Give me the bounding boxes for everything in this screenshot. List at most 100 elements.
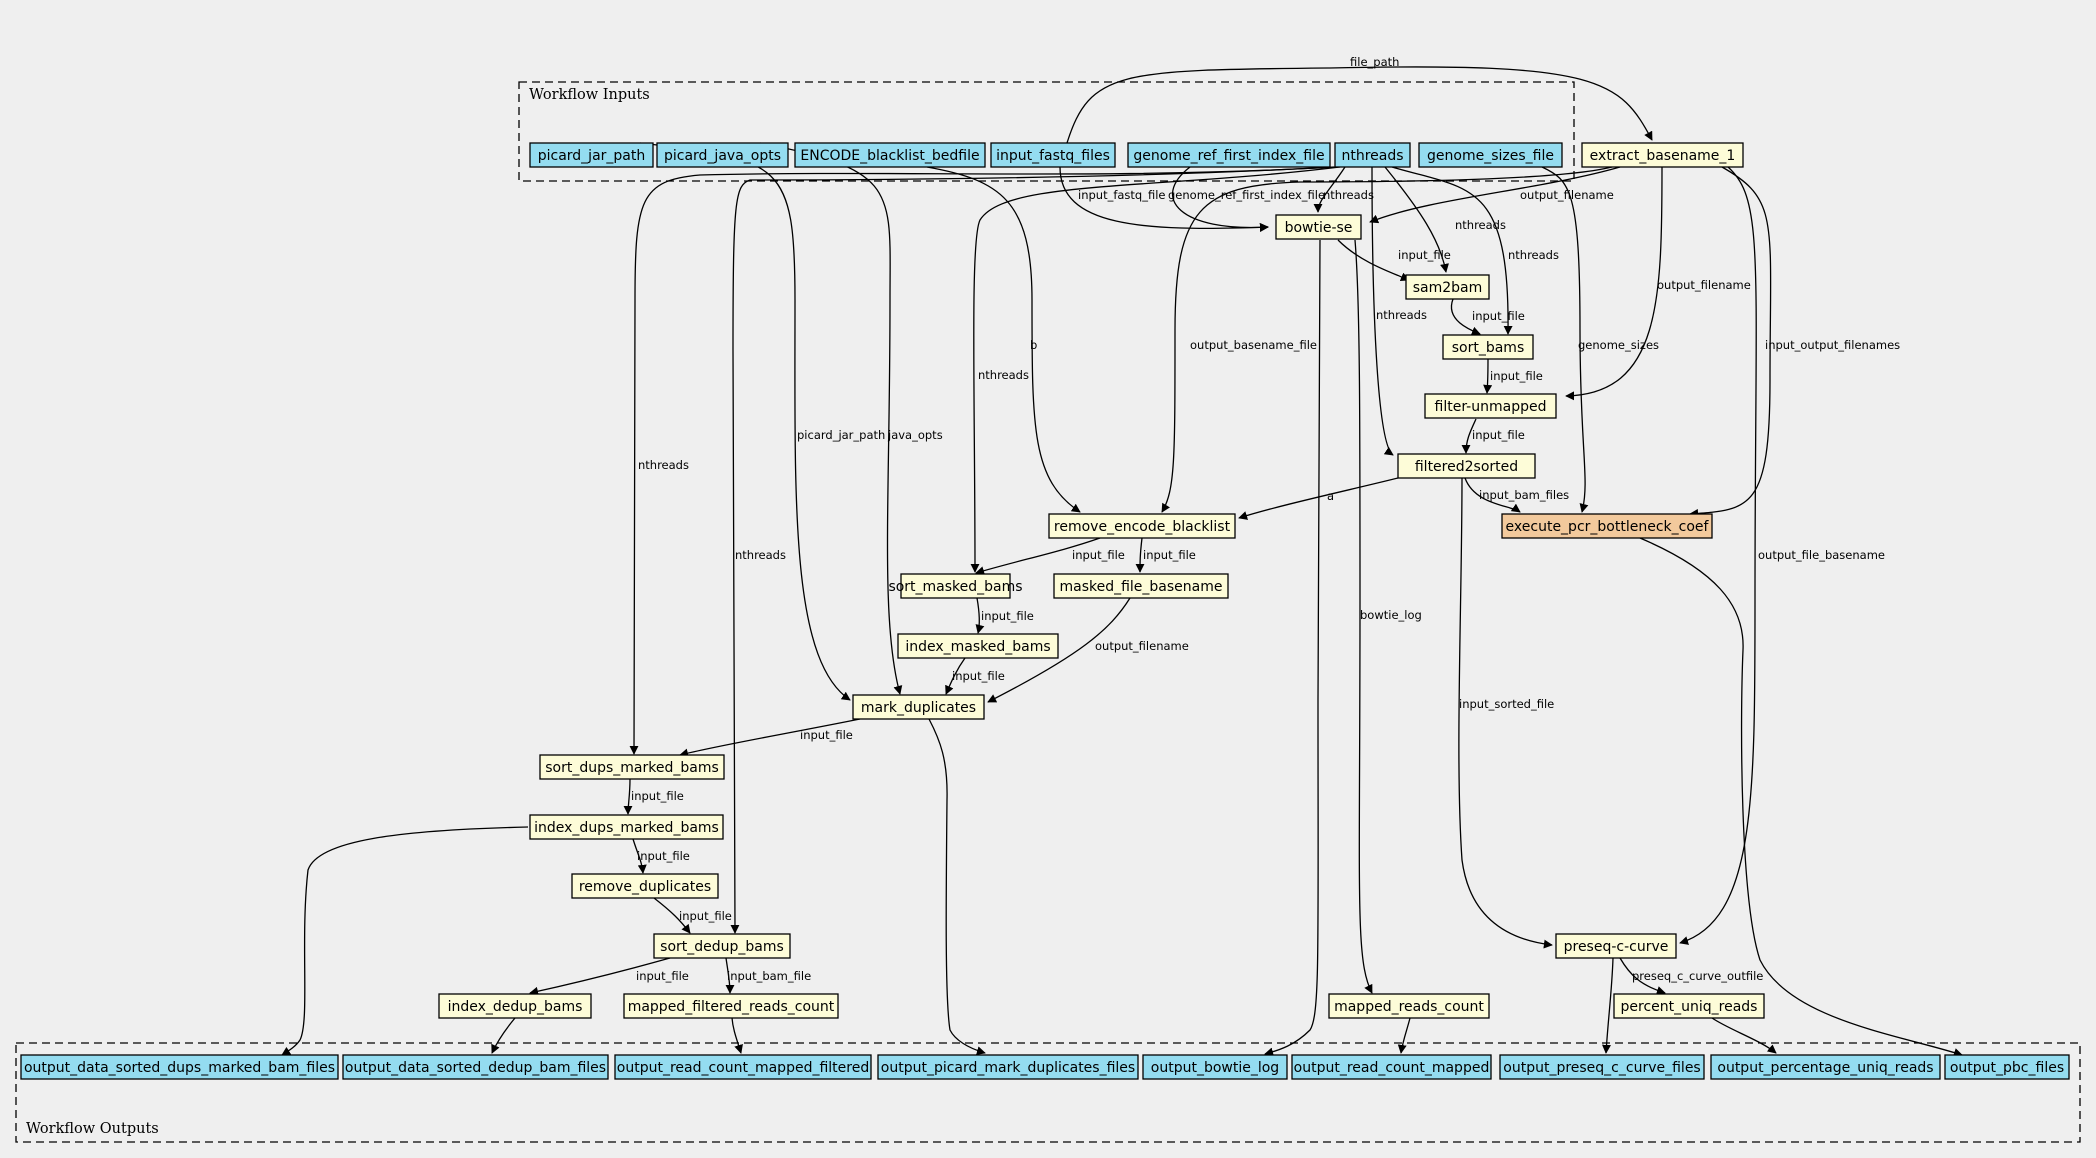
node-box bbox=[1710, 1054, 1941, 1080]
node-label: filter-unmapped bbox=[1435, 399, 1547, 415]
node-input_fastq_files[interactable]: input_fastq_files bbox=[990, 142, 1116, 168]
node-masked_file_basename[interactable]: masked_file_basename bbox=[1053, 573, 1229, 599]
node-box bbox=[614, 1054, 872, 1080]
edge-execute_pcr_bottleneck_coef-to-out_pbc bbox=[1639, 537, 1963, 1057]
node-box bbox=[529, 814, 724, 840]
node-label: output_bowtie_log bbox=[1151, 1060, 1279, 1076]
node-label: output_pbc_files bbox=[1950, 1060, 2064, 1076]
edge-extract_basename_1-to-execute_pcr_bottleneck_coef bbox=[1689, 166, 1772, 518]
node-sort_dups_marked_bams[interactable]: sort_dups_marked_bams bbox=[539, 754, 725, 780]
edge-label: input_file bbox=[1143, 548, 1196, 562]
node-label: index_dups_marked_bams bbox=[534, 820, 719, 836]
edge-label: a bbox=[1327, 489, 1334, 503]
cluster-outputs-label: Workflow Outputs bbox=[26, 1121, 159, 1137]
node-out_count_mapped[interactable]: output_read_count_mapped bbox=[1291, 1054, 1492, 1080]
node-remove_duplicates[interactable]: remove_duplicates bbox=[571, 873, 719, 899]
edge-genome_sizes_file-to-execute_pcr_bottleneck_coef bbox=[1541, 166, 1589, 513]
node-filter_unmapped[interactable]: filter-unmapped bbox=[1424, 393, 1557, 419]
node-label: nthreads bbox=[1341, 148, 1403, 164]
node-box bbox=[571, 873, 719, 899]
edge-preseq_c_curve-to-percent_uniq_reads bbox=[1619, 957, 1666, 995]
node-sort_dedup_bams[interactable]: sort_dedup_bams bbox=[653, 933, 791, 959]
node-extract_basename_1[interactable]: extract_basename_1 bbox=[1581, 142, 1744, 168]
node-ENCODE_blacklist_bedfile[interactable]: ENCODE_blacklist_bedfile bbox=[794, 142, 986, 168]
edge-label: preseq_c_curve_outfile bbox=[1632, 969, 1763, 983]
edge-label: nthreads bbox=[1508, 248, 1559, 262]
node-label: preseq-c-curve bbox=[1564, 939, 1669, 955]
node-out_bowtie_log[interactable]: output_bowtie_log bbox=[1142, 1054, 1288, 1080]
node-out_count_filtered[interactable]: output_read_count_mapped_filtered bbox=[614, 1054, 872, 1080]
edge-nthreads-to-sort_dedup_bams bbox=[730, 166, 1335, 934]
node-sort_bams[interactable]: sort_bams bbox=[1442, 334, 1534, 360]
node-mapped_reads_count[interactable]: mapped_reads_count bbox=[1328, 993, 1490, 1019]
edge-label: bowtie_log bbox=[1360, 608, 1422, 622]
node-out_pct_uniq[interactable]: output_percentage_uniq_reads bbox=[1710, 1054, 1941, 1080]
node-index_dedup_bams[interactable]: index_dedup_bams bbox=[438, 993, 592, 1019]
edge-label: nthreads bbox=[1376, 308, 1427, 322]
edge-label: nthreads bbox=[638, 458, 689, 472]
node-box bbox=[794, 142, 986, 168]
edge-label: b bbox=[1030, 338, 1037, 352]
edge-ENCODE_blacklist_bedfile-to-remove_encode_blacklist bbox=[926, 166, 1081, 513]
edge-mark_duplicates-to-sort_dups_marked_bams bbox=[679, 718, 861, 758]
node-out_sorted_dedup[interactable]: output_data_sorted_dedup_bam_files bbox=[342, 1054, 609, 1080]
edge-index_masked_bams-to-mark_duplicates bbox=[945, 657, 966, 695]
node-sam2bam[interactable]: sam2bam bbox=[1405, 274, 1490, 300]
node-label: sam2bam bbox=[1413, 280, 1483, 296]
node-remove_encode_blacklist[interactable]: remove_encode_blacklist bbox=[1048, 513, 1236, 539]
node-out_picard[interactable]: output_picard_mark_duplicates_files bbox=[877, 1054, 1139, 1080]
edge-filtered2sorted-to-execute_pcr_bottleneck_coef bbox=[1464, 477, 1521, 513]
node-box bbox=[529, 142, 654, 168]
node-index_masked_bams[interactable]: index_masked_bams bbox=[897, 633, 1059, 659]
edge-label: input_file bbox=[1472, 309, 1525, 323]
node-sort_masked_bams[interactable]: sort_masked_bams bbox=[888, 573, 1023, 599]
edge-bowtie_se-to-sam2bam bbox=[1337, 239, 1410, 282]
node-label: output_data_sorted_dups_marked_bam_files bbox=[24, 1060, 335, 1076]
node-label: output_preseq_c_curve_files bbox=[1503, 1060, 1700, 1076]
edge-bowtie_se-to-out_bowtie_log bbox=[1264, 239, 1321, 1057]
node-bowtie_se[interactable]: bowtie-se bbox=[1275, 214, 1362, 240]
edge-bowtie_se-to-mapped_reads_count bbox=[1354, 239, 1373, 994]
node-label: index_dedup_bams bbox=[448, 999, 583, 1015]
node-box bbox=[1418, 142, 1563, 168]
node-label: output_percentage_uniq_reads bbox=[1717, 1060, 1933, 1076]
edge-extract_basename_1-to-preseq_c_curve bbox=[1679, 166, 1757, 945]
node-index_dups_marked_bams[interactable]: index_dups_marked_bams bbox=[529, 814, 724, 840]
node-genome_ref_first_index_file[interactable]: genome_ref_first_index_file bbox=[1127, 142, 1331, 168]
edge-label: nthreads bbox=[978, 368, 1029, 382]
node-box bbox=[1424, 393, 1557, 419]
node-box bbox=[438, 993, 592, 1019]
node-mapped_filtered_reads_count[interactable]: mapped_filtered_reads_count bbox=[623, 993, 839, 1019]
node-nthreads[interactable]: nthreads bbox=[1334, 142, 1411, 168]
node-out_preseq[interactable]: output_preseq_c_curve_files bbox=[1499, 1054, 1705, 1080]
edge-label: file_path bbox=[1350, 55, 1399, 69]
edge-sort_bams-to-filter_unmapped bbox=[1483, 358, 1493, 394]
node-filtered2sorted[interactable]: filtered2sorted bbox=[1397, 453, 1536, 479]
edge-label: input_file bbox=[636, 969, 689, 983]
node-out_pbc[interactable]: output_pbc_files bbox=[1944, 1054, 2070, 1080]
node-percent_uniq_reads[interactable]: percent_uniq_reads bbox=[1613, 993, 1765, 1019]
node-execute_pcr_bottleneck_coef[interactable]: execute_pcr_bottleneck_coef bbox=[1501, 513, 1713, 539]
node-label: masked_file_basename bbox=[1059, 579, 1222, 595]
edge-sort_dups_marked_bams-to-index_dups_marked_bams bbox=[623, 778, 633, 815]
node-box bbox=[653, 933, 791, 959]
node-label: sort_dups_marked_bams bbox=[545, 760, 719, 776]
node-box bbox=[1555, 933, 1677, 959]
edge-picard_jar_path-to-mark_duplicates bbox=[639, 142, 851, 701]
node-picard_jar_path[interactable]: picard_jar_path bbox=[529, 142, 654, 168]
node-mark_duplicates[interactable]: mark_duplicates bbox=[852, 694, 985, 720]
node-box bbox=[1142, 1054, 1288, 1080]
edge-filtered2sorted-to-remove_encode_blacklist bbox=[1238, 477, 1399, 520]
edge-percent_uniq_reads-to-out_pct_uniq bbox=[1711, 1017, 1777, 1054]
node-box bbox=[1275, 214, 1362, 240]
node-preseq_c_curve[interactable]: preseq-c-curve bbox=[1555, 933, 1677, 959]
edge-masked_file_basename-to-mark_duplicates bbox=[987, 597, 1131, 703]
edge-input_fastq_files-to-extract_basename_1 bbox=[1066, 66, 1653, 144]
node-box bbox=[1328, 993, 1490, 1019]
node-label: genome_ref_first_index_file bbox=[1133, 148, 1324, 164]
node-genome_sizes_file[interactable]: genome_sizes_file bbox=[1418, 142, 1563, 168]
node-picard_java_opts[interactable]: picard_java_opts bbox=[656, 142, 789, 168]
node-label: sort_masked_bams bbox=[888, 579, 1022, 595]
node-box bbox=[20, 1054, 339, 1080]
node-out_sorted_dups[interactable]: output_data_sorted_dups_marked_bam_files bbox=[20, 1054, 339, 1080]
